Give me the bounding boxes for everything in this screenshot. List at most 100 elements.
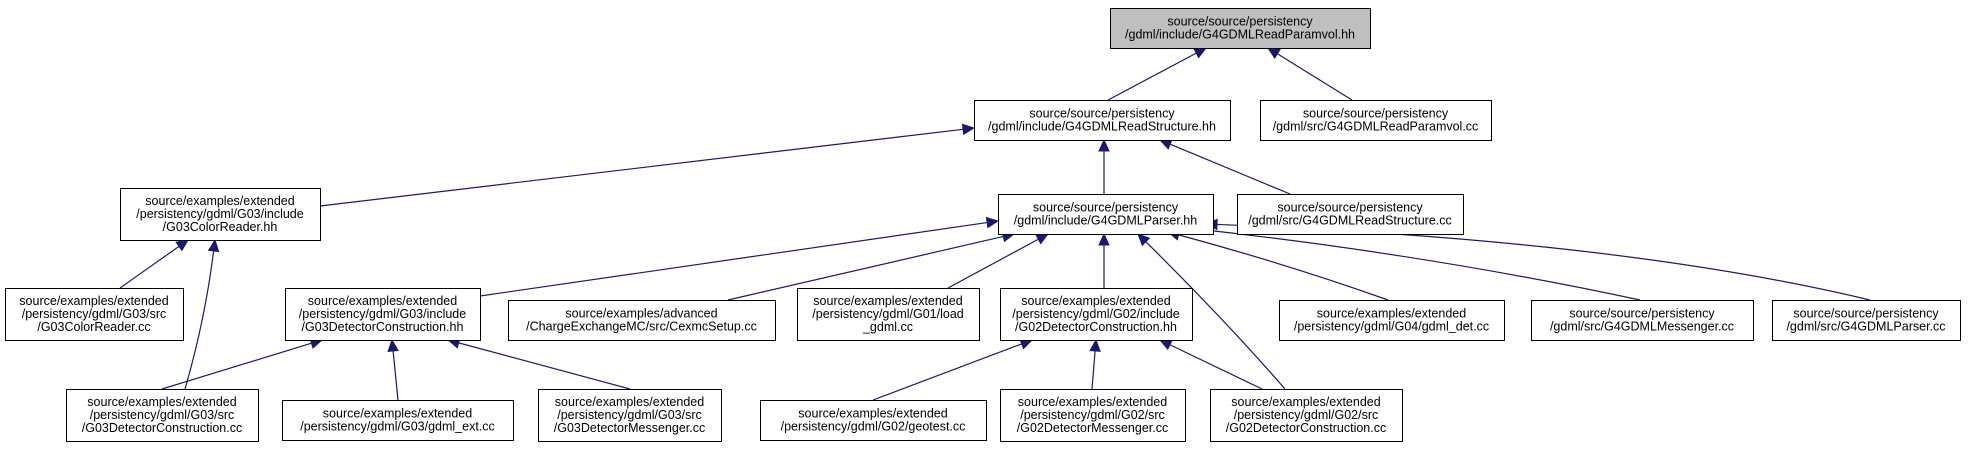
graph-node[interactable]: source/examples/extended/persistency/gdm… [282,400,514,441]
dependency-edge [1107,52,1197,101]
node-label-line: source/examples/extended [798,407,947,421]
arrowhead-icon [1098,232,1110,246]
graph-node[interactable]: source/examples/extended/persistency/gdm… [66,389,259,442]
dependency-edge [1145,241,1286,390]
node-box [974,100,1231,141]
nodes-layer: source/source/persistency/gdml/include/G… [5,8,1961,442]
dependency-edge [161,342,312,390]
node-label-line: /gdml/include/G4GDMLParser.hh [1014,214,1197,228]
arrowhead-icon [175,239,189,252]
arrowhead-icon [1158,339,1173,351]
graph-node[interactable]: source/examples/extended/persistency/gdm… [797,288,980,341]
dependency-edge [119,245,180,289]
node-label-line: /persistency/gdml/G03/src [22,307,167,321]
node-label-line: source/source/persistency [1029,107,1175,121]
node-box [120,188,321,241]
node-label-line: /gdml/include/G4GDMLReadStructure.hh [988,120,1216,134]
node-label-line: source/examples/extended [1021,294,1170,308]
graph-node[interactable]: source/examples/extended/persistency/gdm… [1210,389,1403,442]
graph-node[interactable]: source/examples/extended/persistency/gdm… [285,288,481,341]
node-label-line: /gdml/include/G4GDMLReadParamvol.hh [1125,28,1355,42]
node-label-line: /persistency/gdml/G01/load [812,307,964,321]
node-label-line: source/examples/extended [1018,395,1167,409]
node-box [1260,100,1492,141]
node-label-line: source/source/persistency [1167,15,1313,29]
graph-node[interactable]: source/source/persistency/gdml/src/G4GDM… [1531,300,1754,341]
node-box [508,300,776,341]
arrowhead-icon [1193,47,1208,59]
node-label-line: source/examples/advanced [565,307,717,321]
graph-node[interactable]: source/source/persistency/gdml/include/G… [998,194,1214,235]
graph-node[interactable]: source/examples/extended/persistency/gdm… [1000,389,1186,442]
graph-node[interactable]: source/examples/extended/persistency/gdm… [120,188,321,241]
node-label-line: /G03ColorReader.cc [37,320,150,334]
graph-node[interactable]: source/examples/extended/persistency/gdm… [760,400,987,441]
dependency-edge [727,235,1004,301]
graph-node[interactable]: source/examples/extended/persistency/gdm… [1279,300,1505,341]
node-label-line: /persistency/gdml/G03/src [557,408,702,422]
node-label-line: /G03ColorReader.hh [163,220,278,234]
node-label-line: source/source/persistency [1303,107,1449,121]
dependency-edge [1277,53,1353,101]
node-box [282,400,514,441]
node-label-line: /persistency/gdml/G02/include [1012,307,1179,321]
graph-node[interactable]: source/examples/extended/persistency/gdm… [1000,288,1193,341]
node-label-line: /persistency/gdml/G02/src [1020,408,1165,422]
graph-node[interactable]: source/source/persistency/gdml/src/G4GDM… [1260,100,1492,141]
graph-root-node: source/source/persistency/gdml/include/G… [1110,8,1371,49]
node-label-line: /G02DetectorMessenger.cc [1017,421,1168,435]
graph-node[interactable]: source/examples/extended/persistency/gdm… [538,389,722,442]
arrowhead-icon [387,338,399,353]
node-label-line: source/examples/extended [145,194,294,208]
arrowhead-icon [1266,47,1281,59]
node-label-line: /G03DetectorMessenger.cc [554,421,705,435]
node-label-line: /persistency/gdml/G03/gdml_ext.cc [300,420,495,434]
node-box [1772,300,1961,341]
node-label-line: source/examples/extended [308,294,457,308]
node-label-line: source/examples/extended [1231,395,1380,409]
node-label-line: _gdml.cc [862,320,913,334]
arrowhead-icon [207,238,220,253]
node-label-line: /persistency/gdml/G03/include [136,207,303,221]
node-label-line: source/examples/extended [813,294,962,308]
node-box [285,288,481,341]
graph-node[interactable]: source/source/persistency/gdml/src/G4GDM… [1772,300,1961,341]
graph-node[interactable]: source/examples/extended/persistency/gdm… [5,288,184,341]
dependency-edge [392,350,399,401]
node-label-line: source/examples/extended [555,395,704,409]
node-label-line: /persistency/gdml/G03/include [299,307,466,321]
node-label-line: /G02DetectorConstruction.hh [1015,320,1177,334]
graph-node[interactable]: source/source/persistency/gdml/include/G… [974,100,1231,141]
dependency-edge [1169,143,1291,195]
node-box [1531,300,1754,341]
dependency-edge [1216,223,1871,301]
node-label-line: /G03DetectorConstruction.hh [302,320,464,334]
arrowhead-icon [985,216,1000,229]
node-label-line: /persistency/gdml/G04/gdml_det.cc [1294,320,1489,334]
node-box [1210,389,1403,442]
node-label-line: source/examples/extended [87,395,236,409]
node-label-line: /persistency/gdml/G03/src [90,408,235,422]
dependency-edge [184,250,215,390]
node-box [1000,288,1193,341]
node-label-line: /gdml/src/G4GDMLReadParamvol.cc [1273,120,1479,134]
graph-node[interactable]: source/source/persistency/gdml/src/G4GDM… [1237,194,1464,235]
node-label-line: /gdml/src/G4GDMLReadStructure.cc [1248,214,1452,228]
node-label-line: source/examples/extended [19,294,168,308]
dependency-edge [1091,350,1096,390]
node-label-line: source/source/persistency [1277,201,1423,215]
node-label-line: source/source/persistency [1793,307,1939,321]
arrowhead-icon [1098,138,1110,152]
node-label-line: /persistency/gdml/G02/src [1234,408,1379,422]
graph-node[interactable]: source/examples/advanced/ChargeExchangeM… [508,300,776,341]
node-label-line: /ChargeExchangeMC/src/CexmcSetup.cc [526,320,757,334]
node-label-line: /persistency/gdml/G02/geotest.cc [781,420,966,434]
node-label-line: source/source/persistency [1569,307,1715,321]
node-box [1110,8,1371,49]
node-box [1279,300,1505,341]
dependency-edge [872,343,1022,401]
dependency-edge [458,342,631,390]
node-label-line: source/examples/extended [1317,307,1466,321]
node-box [66,389,259,442]
